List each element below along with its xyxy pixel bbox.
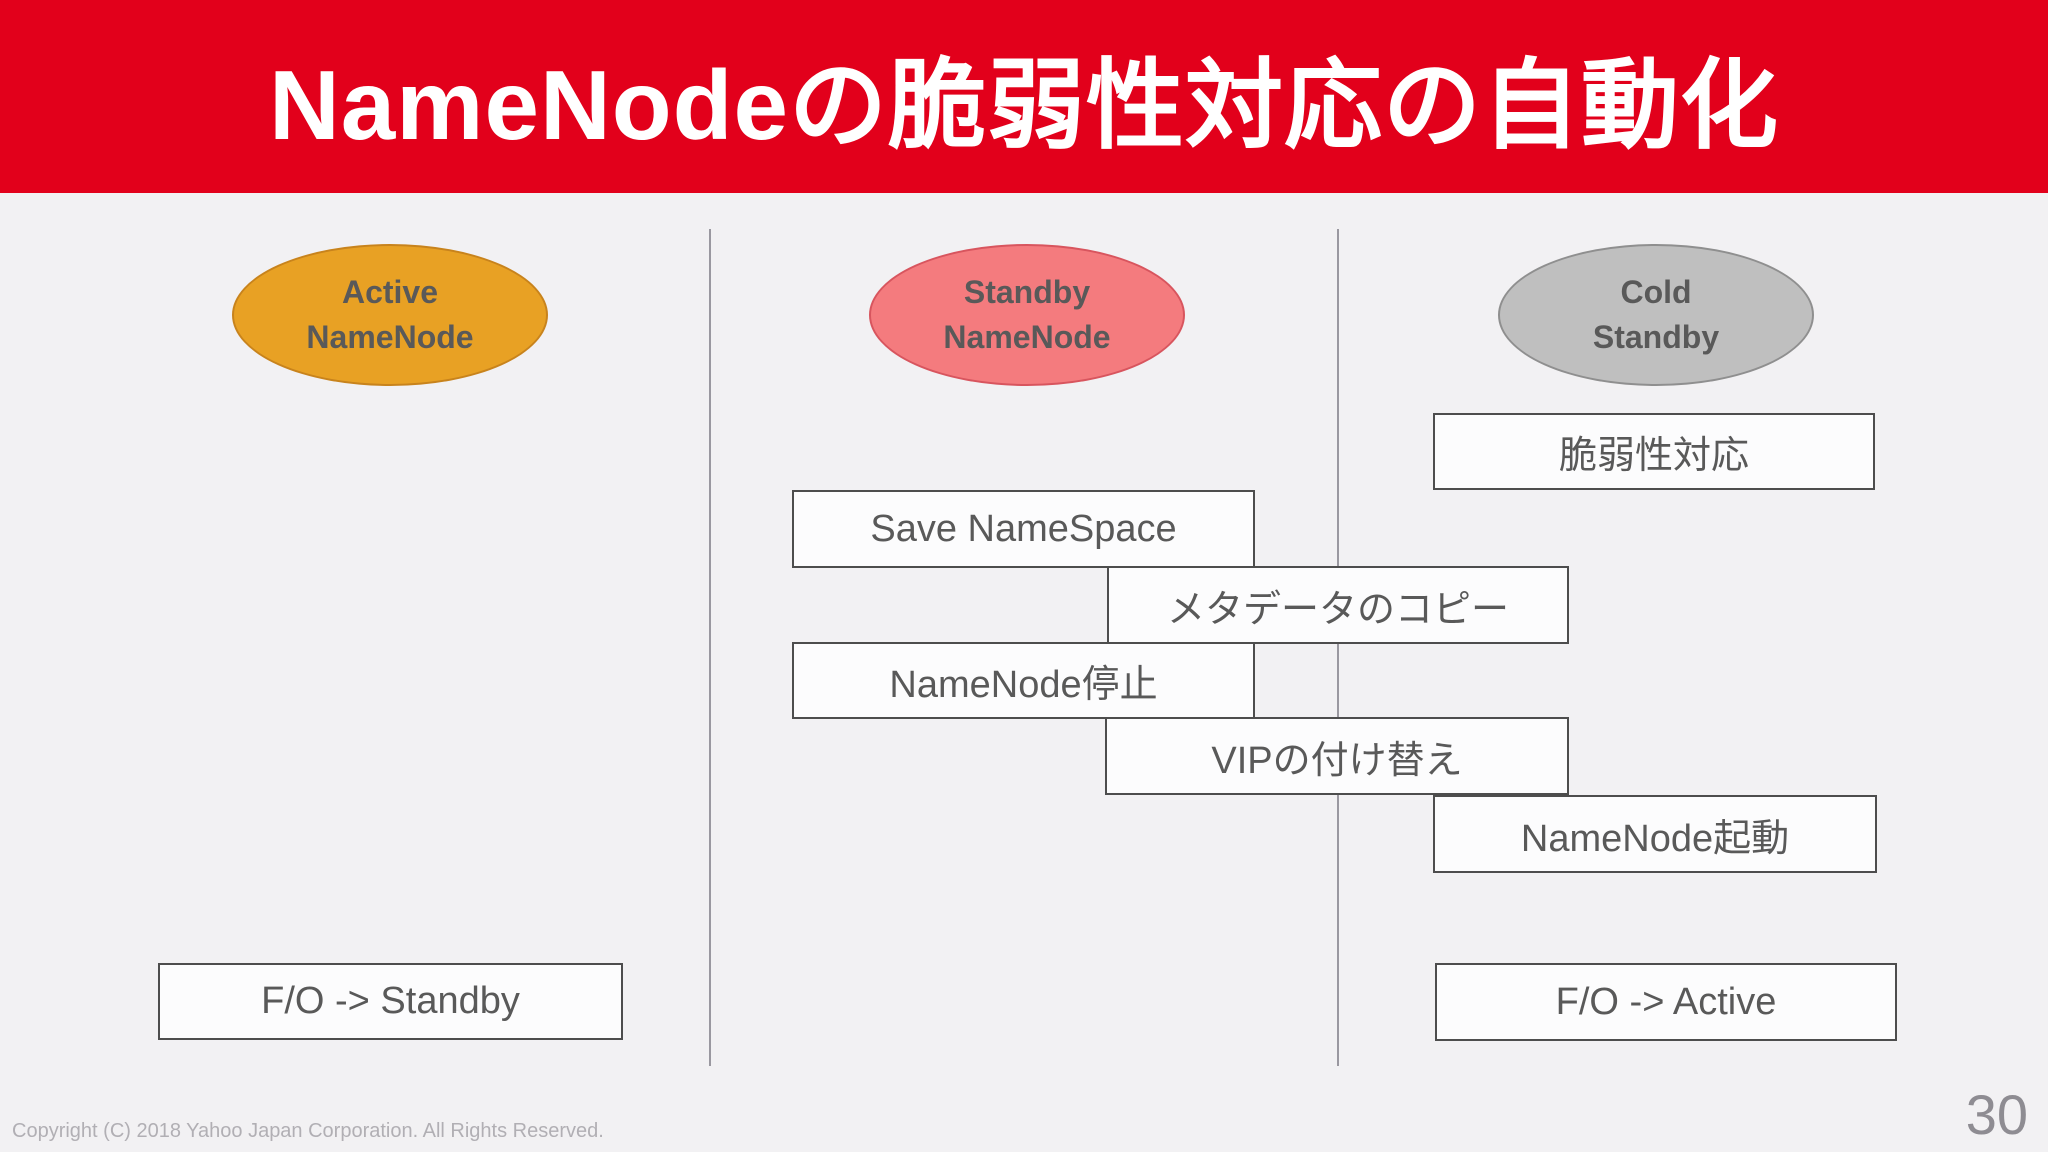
step-label: メタデータのコピー (1166, 588, 1509, 631)
lane-header-cold-standby: Cold Standby (1498, 244, 1814, 386)
step-label: 脆弱性対応 (1558, 435, 1749, 477)
lane-header-label-line1: Cold (1620, 274, 1692, 311)
lane-divider-standby-cold (1337, 229, 1339, 1066)
step-box-namenode-start: NameNode起動 (1433, 795, 1877, 873)
lane-header-label-line2: NameNode (943, 319, 1111, 355)
step-box-failover-to-active: F/O -> Active (1435, 963, 1897, 1041)
lane-header-standby-namenode: Standby NameNode (869, 244, 1185, 386)
step-label: NameNode停止 (889, 664, 1158, 706)
lane-divider-active-standby (709, 229, 711, 1066)
step-box-failover-to-standby: F/O -> Standby (158, 963, 623, 1040)
title-banner: NameNodeの脆弱性対応の自動化 (0, 0, 2048, 193)
step-box-metadata-copy: メタデータのコピー (1107, 566, 1569, 644)
step-label: Save NameSpace (870, 507, 1177, 550)
lane-header-label-line1: Active (341, 274, 439, 311)
step-box-namenode-stop: NameNode停止 (792, 642, 1255, 719)
lane-header-label-line2: Standby (1592, 319, 1720, 355)
slide-title: NameNodeの脆弱性対応の自動化 (269, 49, 1779, 160)
step-label: F/O -> Standby (261, 980, 520, 1022)
lane-header-label-line2: NameNode (306, 319, 474, 355)
copyright-notice: Copyright (C) 2018 Yahoo Japan Corporati… (12, 1120, 604, 1142)
step-box-vulnerability-fix: 脆弱性対応 (1433, 413, 1875, 490)
step-label: VIPの付け替え (1211, 739, 1463, 782)
page-number: 30 (1965, 1083, 2028, 1146)
step-label: NameNode起動 (1520, 817, 1790, 860)
step-box-vip-switch: VIPの付け替え (1105, 717, 1569, 795)
step-box-save-namespace: Save NameSpace (792, 490, 1255, 568)
lane-header-label-line1: Standby (963, 274, 1091, 311)
lane-header-active-namenode: Active NameNode (232, 244, 548, 386)
step-label: F/O -> Active (1555, 980, 1777, 1023)
